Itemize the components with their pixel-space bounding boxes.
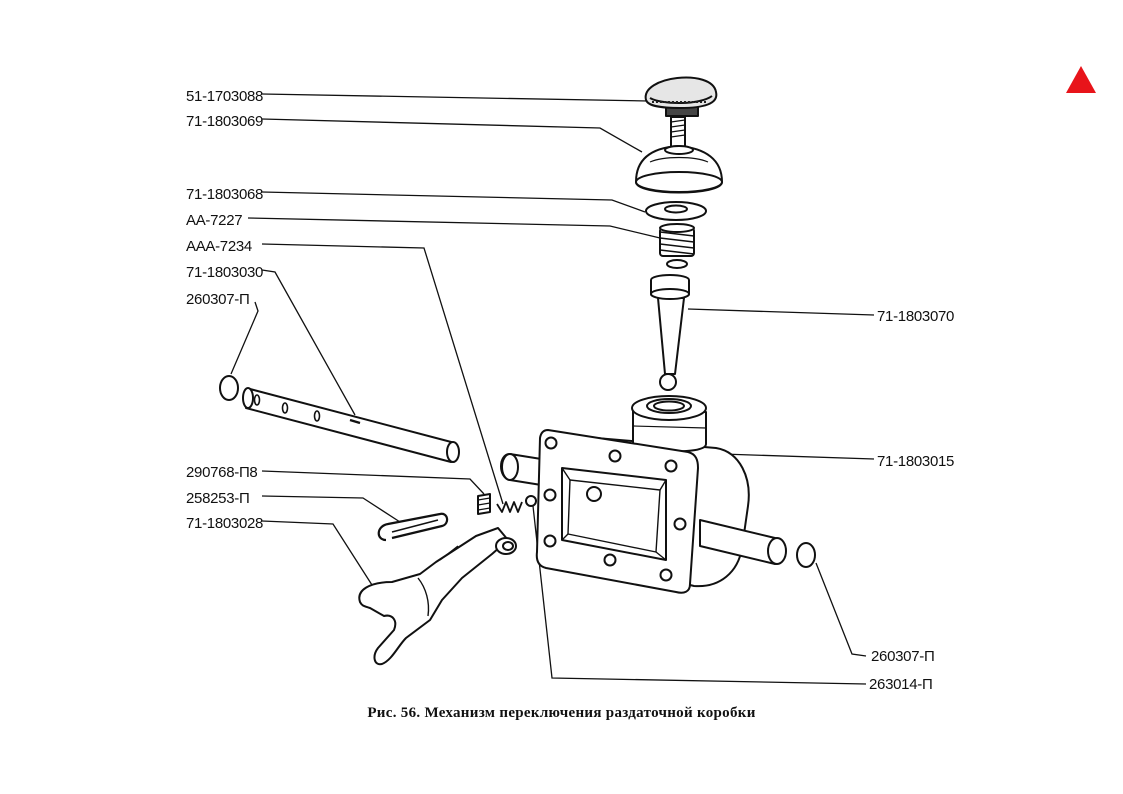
detent-ball-part	[525, 495, 537, 507]
label-ring-right: 260307-П	[871, 648, 934, 665]
leader-knob	[261, 93, 649, 102]
label-ring-left: 260307-П	[186, 291, 249, 308]
label-spring: АА-7227	[186, 212, 242, 229]
red-up-triangle-shape	[1066, 66, 1096, 93]
boot-part	[635, 145, 723, 194]
label-screw: 290768-П8	[186, 464, 257, 481]
label-housing: 71-1803015	[877, 453, 954, 470]
lever-stem-top	[670, 116, 686, 148]
label-ball: 263014-П	[869, 676, 932, 693]
spring-part	[659, 223, 695, 269]
shift-lever-part	[650, 274, 690, 391]
knob-part	[644, 76, 718, 117]
leader-fork	[261, 520, 373, 586]
label-fork: 71-1803028	[186, 515, 263, 532]
label-knob: 51-1703088	[186, 88, 263, 105]
leader-lines	[230, 93, 875, 685]
label-boot: 71-1803069	[186, 113, 263, 130]
red-up-triangle-icon[interactable]	[1062, 62, 1100, 98]
figure-caption: Рис. 56. Механизм переключения раздаточн…	[367, 705, 756, 721]
leader-lever	[687, 308, 875, 316]
snap-ring-left-part	[219, 375, 239, 401]
set-screw-part	[477, 493, 491, 515]
leader-spring	[247, 217, 661, 239]
leader-housing	[721, 453, 875, 460]
shift-fork-part	[358, 527, 517, 666]
leader-bushing	[261, 243, 504, 505]
washer-part	[645, 201, 707, 221]
leader-rod	[261, 269, 356, 416]
label-lever: 71-1803070	[877, 308, 954, 325]
leader-ring-right	[815, 562, 867, 657]
leader-boot	[261, 118, 643, 153]
leader-pin	[261, 495, 401, 523]
snap-ring-right-part	[796, 542, 816, 568]
detent-spring-part	[496, 501, 523, 513]
label-rod: 71-1803030	[186, 264, 263, 281]
leader-ring-left	[230, 301, 259, 375]
cotter-pin-part	[377, 512, 449, 542]
shift-rod-part	[242, 387, 460, 463]
housing-part	[500, 395, 787, 594]
label-washer: 71-1803068	[186, 186, 263, 203]
label-pin: 258253-П	[186, 490, 249, 507]
leader-screw	[261, 470, 485, 495]
leader-washer	[261, 191, 646, 213]
label-bushing: ААА-7234	[186, 238, 252, 255]
